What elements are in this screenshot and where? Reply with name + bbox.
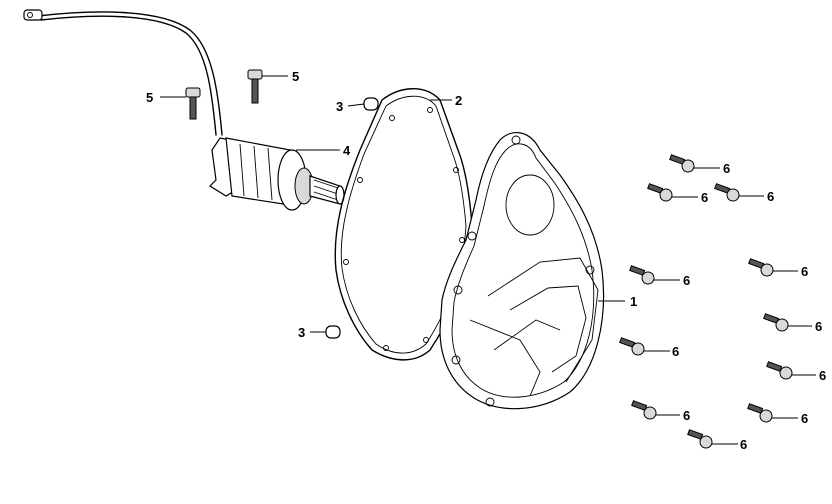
callout-6-7: 6	[672, 344, 679, 359]
dowel-pin-top	[363, 97, 379, 111]
callout-6-6: 6	[815, 319, 822, 334]
callout-6-1: 6	[723, 161, 730, 176]
bolt-6-9	[631, 400, 657, 420]
callout-4: 4	[343, 143, 351, 158]
side-cover	[439, 132, 605, 410]
leader-lines	[160, 75, 816, 445]
callout-6-5: 6	[801, 264, 808, 279]
callout-6-8: 6	[819, 368, 826, 383]
callout-2: 2	[455, 93, 462, 108]
bolt-5-right	[247, 69, 263, 104]
starter-cable	[23, 9, 223, 136]
callout-6-9: 6	[683, 408, 690, 423]
callout-3-bottom: 3	[298, 325, 305, 340]
bolt-6-1	[669, 154, 695, 173]
starter-motor	[209, 137, 345, 211]
bolt-5-left	[185, 87, 201, 120]
callout-6-2: 6	[701, 190, 708, 205]
callout-5-right: 5	[292, 69, 299, 84]
bolt-6-5	[748, 258, 774, 277]
callout-6-11: 6	[740, 437, 747, 452]
bolt-6-4	[629, 265, 655, 285]
bolt-6-8	[766, 361, 793, 380]
callout-6-4: 6	[683, 273, 690, 288]
callout-6-10: 6	[801, 411, 808, 426]
bolt-6-3	[714, 183, 740, 202]
bolt-6-11	[687, 429, 713, 449]
bolt-6-10	[747, 403, 773, 423]
bolts-6	[619, 154, 793, 449]
callout-5-left: 5	[146, 90, 153, 105]
callout-labels: 1 2 3 3 4 5 5 6 6 6 6 6 6 6 6 6 6 6	[146, 69, 826, 452]
bolt-6-7	[619, 337, 645, 356]
bolt-6-6	[763, 313, 789, 332]
callout-3-top: 3	[336, 99, 343, 114]
gasket	[334, 88, 473, 361]
dowel-pin-bottom	[325, 325, 341, 339]
callout-1: 1	[630, 294, 637, 309]
callout-6-3: 6	[767, 189, 774, 204]
bolt-6-2	[647, 183, 673, 202]
